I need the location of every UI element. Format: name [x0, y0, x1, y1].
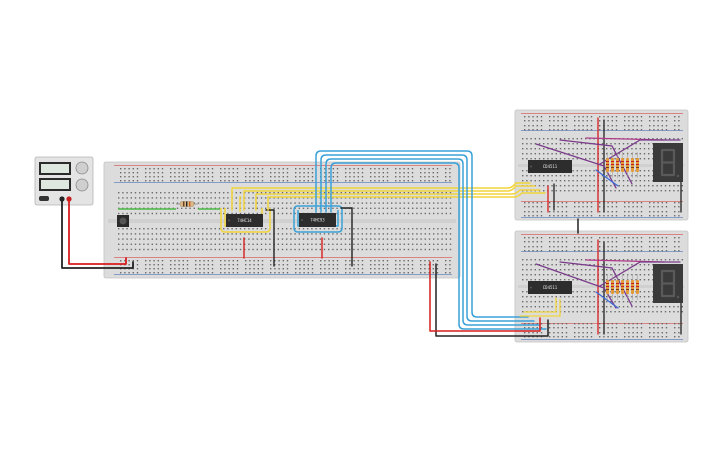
wire-black-ground: [61, 200, 134, 269]
cd4511-decoder-1[interactable]: CD4511: [528, 160, 572, 173]
chip-74hc93[interactable]: 74HC93: [299, 213, 336, 227]
chip-label: CD4511: [543, 285, 558, 290]
board-2-components[interactable]: CD4511: [519, 239, 683, 335]
long-wires[interactable]: [231, 150, 579, 337]
terminal-negative[interactable]: [59, 196, 65, 202]
terminal-positive[interactable]: [66, 196, 72, 202]
chip-label: 74HC14: [237, 218, 252, 223]
chip-label: 74HC93: [310, 218, 325, 223]
board-1-components[interactable]: CD4511: [528, 117, 683, 213]
main-components[interactable]: 74HC14 74HC93: [117, 196, 353, 267]
supply-wires[interactable]: [61, 200, 134, 269]
resistor-array-2[interactable]: [606, 274, 639, 300]
cd4511-decoder-2[interactable]: CD4511: [528, 281, 572, 294]
power-switch[interactable]: [39, 196, 49, 201]
chip-74hc14[interactable]: 74HC14: [226, 214, 263, 227]
voltage-knob[interactable]: [75, 161, 89, 175]
chip-label: CD4511: [543, 164, 558, 169]
resistor-array-1[interactable]: [606, 152, 639, 178]
seven-segment-display-1[interactable]: [653, 143, 683, 182]
main-breadboard[interactable]: [103, 161, 461, 279]
power-supply[interactable]: [34, 156, 94, 206]
wire-red-vcc: [68, 200, 127, 265]
current-knob[interactable]: [75, 178, 89, 192]
push-button[interactable]: [117, 215, 129, 227]
seven-segment-display-2[interactable]: [653, 264, 683, 303]
resistor[interactable]: [176, 201, 198, 207]
